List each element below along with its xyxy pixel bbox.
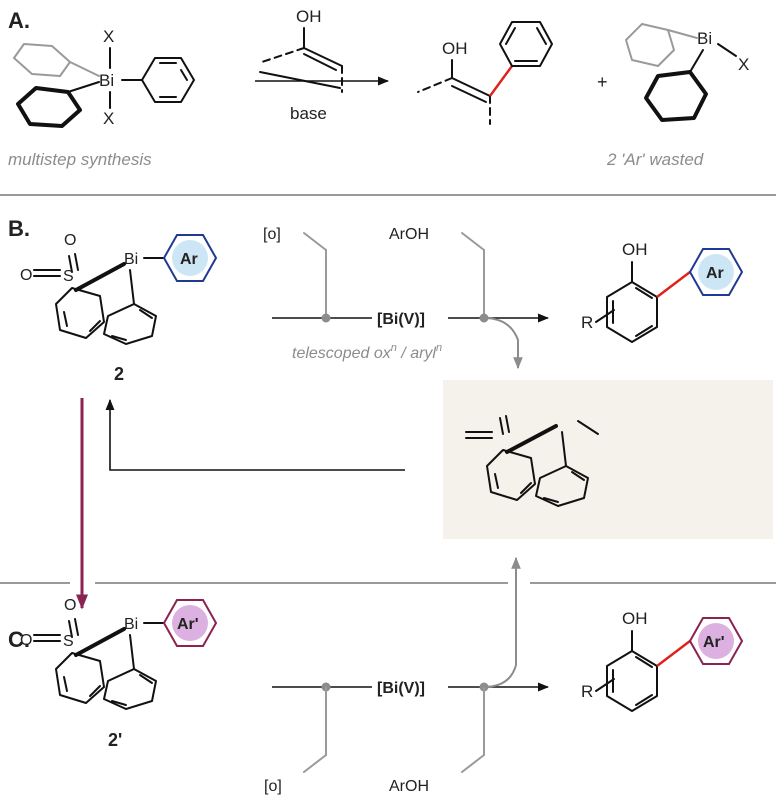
panel-c-label: C.: [8, 627, 30, 652]
reagent-bi: Bi: [99, 71, 114, 90]
panel-c: C. O O S Bi Ar' 2': [8, 556, 744, 795]
new-bond-a: [489, 65, 513, 97]
b-compound-number: 2: [114, 364, 124, 384]
b-product-ar-hexagon: [688, 248, 744, 296]
b-bi: Bi: [124, 251, 138, 268]
precursor-1x: [465, 415, 599, 507]
precursor-box: [443, 380, 773, 539]
enol-substrate: OH: [259, 7, 343, 93]
substrate-oh: OH: [296, 7, 322, 26]
b-product-ar-label: Ar: [706, 265, 724, 282]
c-compound-number: 2': [108, 730, 122, 750]
b-sulfonyl-s: S: [63, 268, 74, 285]
b-bi-v: [Bi(V)]: [377, 311, 425, 328]
compound-2: O O S Bi Ar 2: [20, 232, 218, 384]
b-telescoped-label: telescoped oxn / aryln: [292, 342, 442, 362]
byproduct-bi: Bi: [697, 29, 712, 48]
c-product-r: R: [581, 682, 593, 701]
triarylbismuth-reagent: X Bi X: [13, 27, 195, 128]
panel-b-label: B.: [8, 216, 30, 241]
reagent-x-top: X: [103, 27, 114, 46]
new-bond-b: [656, 271, 691, 298]
product-a-oh: OH: [442, 39, 468, 58]
b-sulfonyl-o1: O: [64, 232, 76, 249]
compound-2-prime: O O S Bi Ar' 2': [20, 597, 218, 750]
b-product-oh: OH: [622, 240, 648, 259]
c-oxidant: [o]: [264, 778, 282, 795]
plus-sign: +: [597, 72, 608, 92]
c-sulfonyl-o1: O: [64, 597, 76, 614]
c-product-ar-circle: [698, 623, 734, 659]
note-wasted: 2 'Ar' wasted: [606, 150, 704, 169]
c-product-ar-label: Ar': [703, 634, 725, 651]
b-node-1: [321, 313, 331, 323]
c-sulfonyl-s: S: [63, 633, 74, 650]
b-arol: ArOH: [389, 226, 429, 243]
precursor-cycle: [76, 380, 773, 610]
byproduct-x: X: [738, 55, 749, 74]
c-ar-hexagon: [162, 599, 218, 647]
c-ar-label: Ar': [177, 616, 199, 633]
b-ar-label: Ar: [180, 251, 198, 268]
reagent-x-bottom: X: [103, 109, 114, 128]
panel-b: B. O O S Bi Ar 2 [o: [8, 216, 744, 384]
c-ar-circle: [172, 605, 208, 641]
c-bi-v: [Bi(V)]: [377, 680, 425, 697]
c-biaryl-product: OH R Ar': [581, 609, 744, 712]
condition-base: base: [290, 104, 327, 123]
c-bi: Bi: [124, 616, 138, 633]
c-telescoped-sequence: [Bi(V)] [o] ArOH: [264, 556, 550, 795]
b-ar-circle: [172, 240, 208, 276]
b-telescoped-sequence: [o] ArOH [Bi(V)] telescoped oxn / aryln: [263, 226, 550, 370]
arylated-enol-product: OH: [417, 21, 553, 125]
c-product-oh: OH: [622, 609, 648, 628]
b-product-ar-circle: [698, 254, 734, 290]
b-sulfonyl-o2: O: [20, 267, 32, 284]
panel-a: A. X Bi X OH: [8, 7, 749, 169]
note-multistep: multistep synthesis: [8, 150, 152, 169]
b-oxidant: [o]: [263, 226, 281, 243]
c-arol: ArOH: [389, 778, 429, 795]
diarylbismuth-byproduct: Bi X: [625, 23, 749, 122]
new-bond-c: [656, 640, 691, 667]
c-product-ar-hexagon: [688, 617, 744, 665]
c-sulfonyl-o2: O: [20, 632, 32, 649]
b-ar-hexagon: [162, 234, 218, 282]
b-biaryl-product: OH R Ar: [581, 240, 744, 343]
b-product-r: R: [581, 313, 593, 332]
panel-a-label: A.: [8, 8, 30, 33]
